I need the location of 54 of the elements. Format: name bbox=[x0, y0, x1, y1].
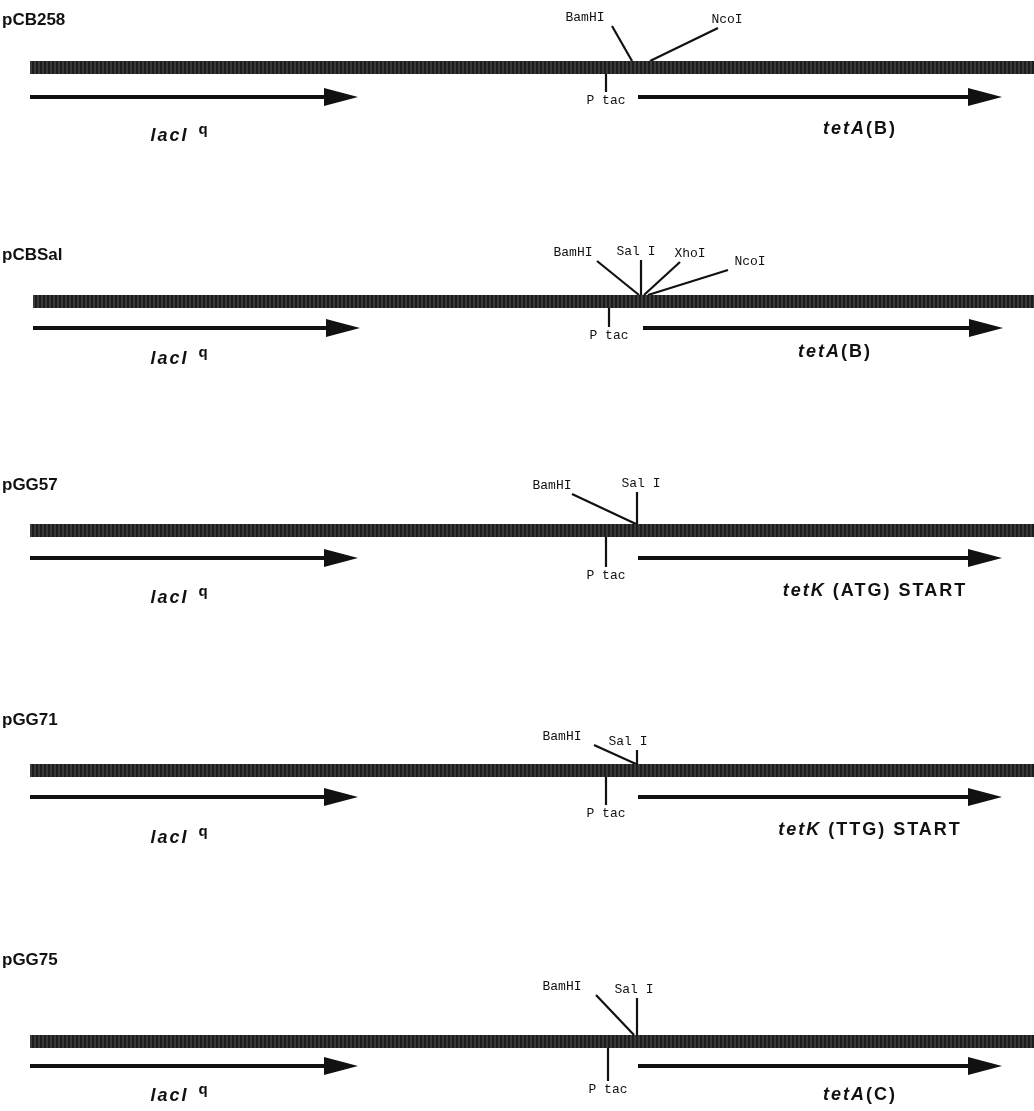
leader-line bbox=[611, 25, 633, 62]
restriction-site-label: Sal I bbox=[614, 982, 654, 997]
restriction-site-label: BamHI bbox=[553, 245, 593, 260]
promoter-label: P tac bbox=[586, 93, 626, 108]
plasmid-name: pCBSal bbox=[2, 245, 63, 265]
leader-line bbox=[571, 493, 637, 525]
gene-label: tetA(B) bbox=[823, 118, 897, 139]
restriction-site-label: BamHI bbox=[542, 979, 582, 994]
plasmid-name: pGG75 bbox=[2, 950, 58, 970]
leader-line bbox=[635, 750, 639, 764]
leader-line bbox=[649, 27, 719, 62]
gene-label: tetA(C) bbox=[823, 1084, 897, 1105]
leader-line bbox=[604, 74, 608, 92]
gene-label: lacI$^{q}$ bbox=[150, 1080, 210, 1106]
restriction-site-label: XhoI bbox=[674, 246, 706, 261]
restriction-site-label: Sal I bbox=[616, 244, 656, 259]
leader-line bbox=[647, 268, 729, 297]
restriction-site-label: BamHI bbox=[532, 478, 572, 493]
leader-line bbox=[593, 744, 637, 765]
dna-bar bbox=[30, 1035, 1034, 1048]
restriction-site-label: Sal I bbox=[621, 476, 661, 491]
leader-line bbox=[635, 492, 639, 524]
dna-bar bbox=[33, 295, 1034, 308]
gene-label: tetK (ATG) START bbox=[782, 580, 968, 601]
leader-line bbox=[604, 777, 608, 805]
leader-line bbox=[596, 260, 640, 296]
dna-bar bbox=[30, 524, 1034, 537]
plasmid-name: pGG71 bbox=[2, 710, 58, 730]
leader-line bbox=[606, 1048, 610, 1081]
leader-line bbox=[635, 998, 639, 1035]
gene-label: lacI$^{q}$ bbox=[150, 582, 210, 608]
restriction-site-label: BamHI bbox=[542, 729, 582, 744]
leader-line bbox=[595, 994, 635, 1036]
dna-bar bbox=[30, 61, 1034, 74]
gene-label: lacI$^{q}$ bbox=[150, 822, 210, 848]
promoter-label: P tac bbox=[588, 1082, 628, 1097]
promoter-label: P tac bbox=[589, 328, 629, 343]
gene-label: tetA(B) bbox=[798, 341, 872, 362]
dna-bar bbox=[30, 764, 1034, 777]
plasmid-name: pCB258 bbox=[2, 10, 66, 30]
promoter-label: P tac bbox=[586, 568, 626, 583]
plasmid-name: pGG57 bbox=[2, 475, 58, 495]
restriction-site-label: NcoI bbox=[711, 12, 743, 27]
leader-line bbox=[643, 261, 681, 296]
restriction-site-label: BamHI bbox=[565, 10, 605, 25]
restriction-site-label: Sal I bbox=[608, 734, 648, 749]
leader-line bbox=[607, 308, 611, 327]
promoter-label: P tac bbox=[586, 806, 626, 821]
leader-line bbox=[604, 537, 608, 567]
gene-label: lacI$^{q}$ bbox=[150, 120, 210, 146]
gene-label: lacI$^{q}$ bbox=[150, 343, 210, 369]
leader-line bbox=[639, 260, 643, 295]
restriction-site-label: NcoI bbox=[734, 254, 766, 269]
gene-label: tetK (TTG) START bbox=[778, 819, 962, 840]
